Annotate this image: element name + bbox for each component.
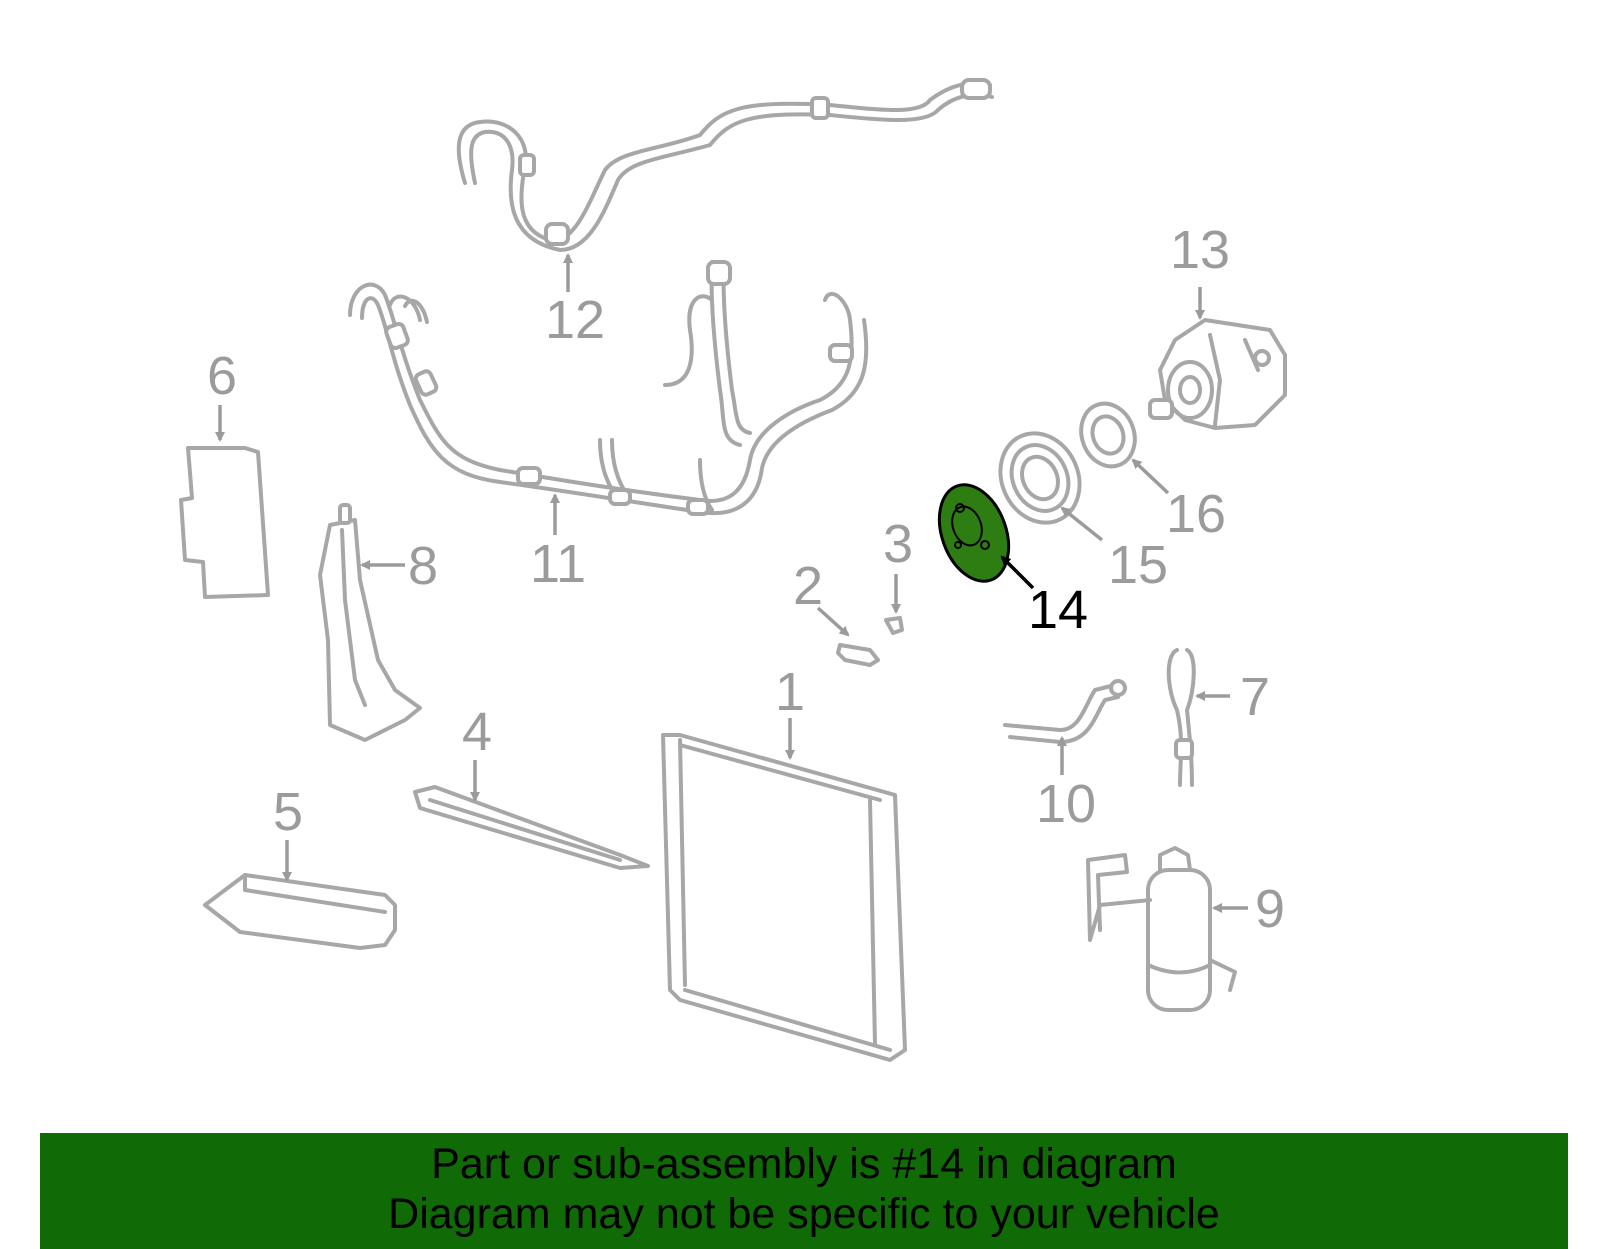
part-13-compressor[interactable] — [1148, 318, 1287, 430]
part-11-manifold-hose[interactable] — [348, 260, 869, 516]
callout-9[interactable]: 9 — [1255, 879, 1285, 939]
callout-1[interactable]: 1 — [775, 662, 805, 722]
banner-line-disclaimer: Diagram may not be specific to your vehi… — [388, 1190, 1220, 1238]
part-1-condenser[interactable] — [661, 733, 907, 1062]
callout-16[interactable]: 16 — [1166, 484, 1226, 544]
info-banner: Part or sub-assembly is #14 in diagram D… — [40, 1133, 1568, 1249]
callout-7[interactable]: 7 — [1240, 667, 1270, 727]
callout-12[interactable]: 12 — [545, 290, 605, 350]
callout-14[interactable]: 14 — [1028, 580, 1088, 640]
part-14-clutch-hub[interactable] — [927, 475, 1021, 591]
part-7-hose[interactable] — [1166, 648, 1196, 787]
parts-diagram: 1 2 3 4 5 6 7 8 9 10 11 12 13 14 15 16 — [179, 78, 1287, 1062]
callout-10[interactable]: 10 — [1036, 774, 1096, 834]
part-16-bearing[interactable] — [1073, 396, 1144, 474]
banner-line-part: Part or sub-assembly is #14 in diagram — [431, 1140, 1177, 1188]
part-3-clip[interactable] — [884, 616, 904, 635]
callout-labels: 1 2 3 4 5 6 7 8 9 10 11 12 13 14 15 16 — [207, 220, 1285, 939]
part-2-gasket[interactable] — [836, 643, 880, 667]
callout-4[interactable]: 4 — [462, 702, 492, 762]
part-15-pulley[interactable] — [986, 420, 1094, 535]
callout-13[interactable]: 13 — [1170, 220, 1230, 280]
callout-11[interactable]: 11 — [530, 534, 586, 594]
callout-8[interactable]: 8 — [408, 536, 438, 596]
callout-leaders — [215, 253, 1248, 913]
part-8-bracket[interactable] — [318, 503, 422, 742]
part-12-hose-assembly[interactable] — [456, 78, 994, 252]
callout-15[interactable]: 15 — [1108, 535, 1168, 595]
callout-6[interactable]: 6 — [207, 346, 237, 406]
callout-5[interactable]: 5 — [273, 782, 303, 842]
callout-2[interactable]: 2 — [793, 556, 823, 616]
part-5-shield[interactable] — [203, 873, 397, 950]
part-10-tube[interactable] — [1003, 679, 1127, 744]
part-9-receiver-drier[interactable] — [1086, 846, 1237, 1012]
callout-3[interactable]: 3 — [883, 514, 913, 574]
part-4-seal-strip[interactable] — [413, 785, 650, 870]
part-6-panel[interactable] — [179, 446, 270, 599]
